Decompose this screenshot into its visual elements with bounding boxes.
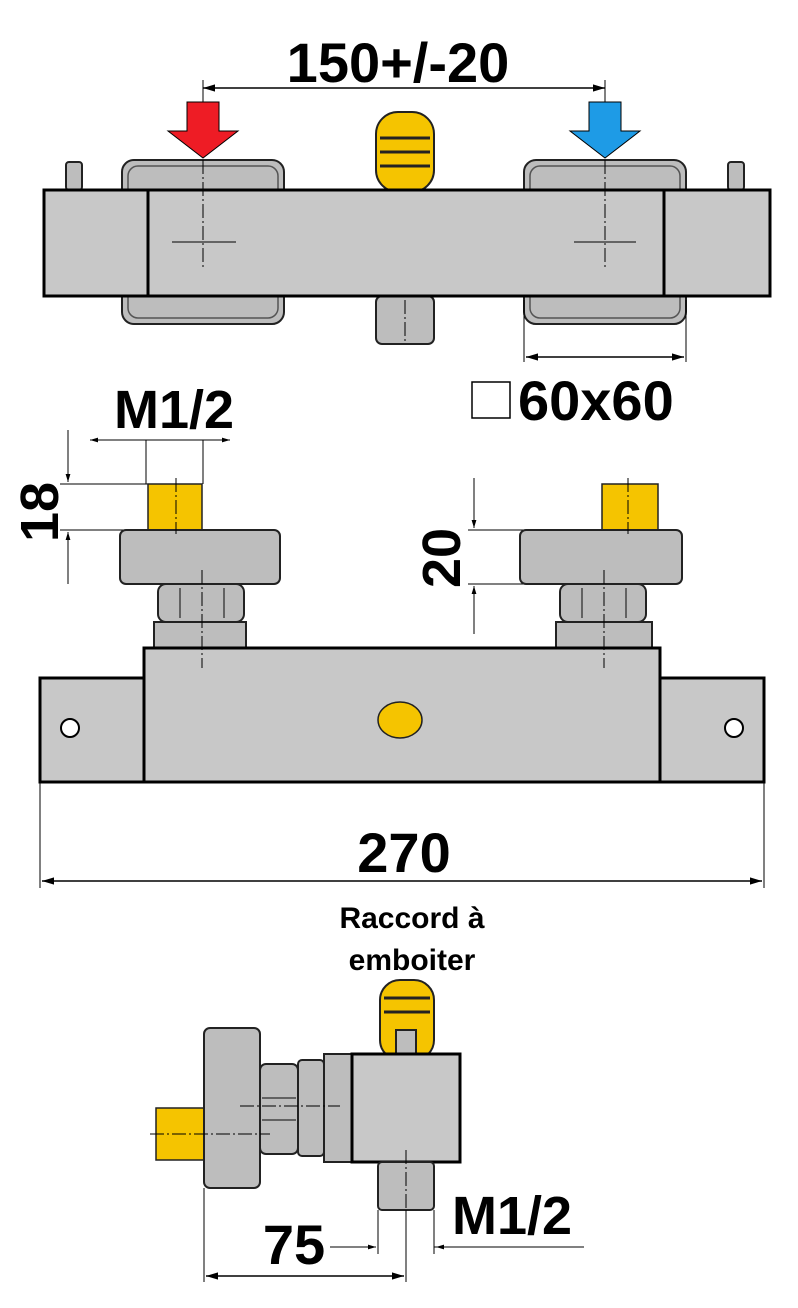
depth-label: 75 [263,1213,325,1276]
right-brass-thread [601,483,659,531]
arrow-down-red-icon [166,101,240,159]
thread-bottom-label: M1/2 [452,1186,572,1246]
square-outline-icon [471,381,511,419]
top-view: 150+/-20 60x60 [42,31,772,432]
nut-offset-label: 20 [412,528,472,588]
total-length-label: 270 [357,821,450,884]
square-size-label: 60x60 [518,369,674,432]
arrow-down-blue-icon [568,101,642,159]
side-view: Raccord à emboiter M1/2 75 [150,902,584,1282]
front-indicator [377,701,423,739]
front-view: M1/2 18 20 [10,380,766,888]
inlet-spacing-label: 150+/-20 [287,31,510,94]
thread-depth-label: 18 [10,482,70,542]
fitting-label-line2: emboiter [349,944,476,977]
thread-top-label: M1/2 [114,380,234,440]
fitting-label-line1: Raccord à [339,902,484,935]
left-brass-thread [147,483,203,531]
side-body [350,1052,462,1164]
